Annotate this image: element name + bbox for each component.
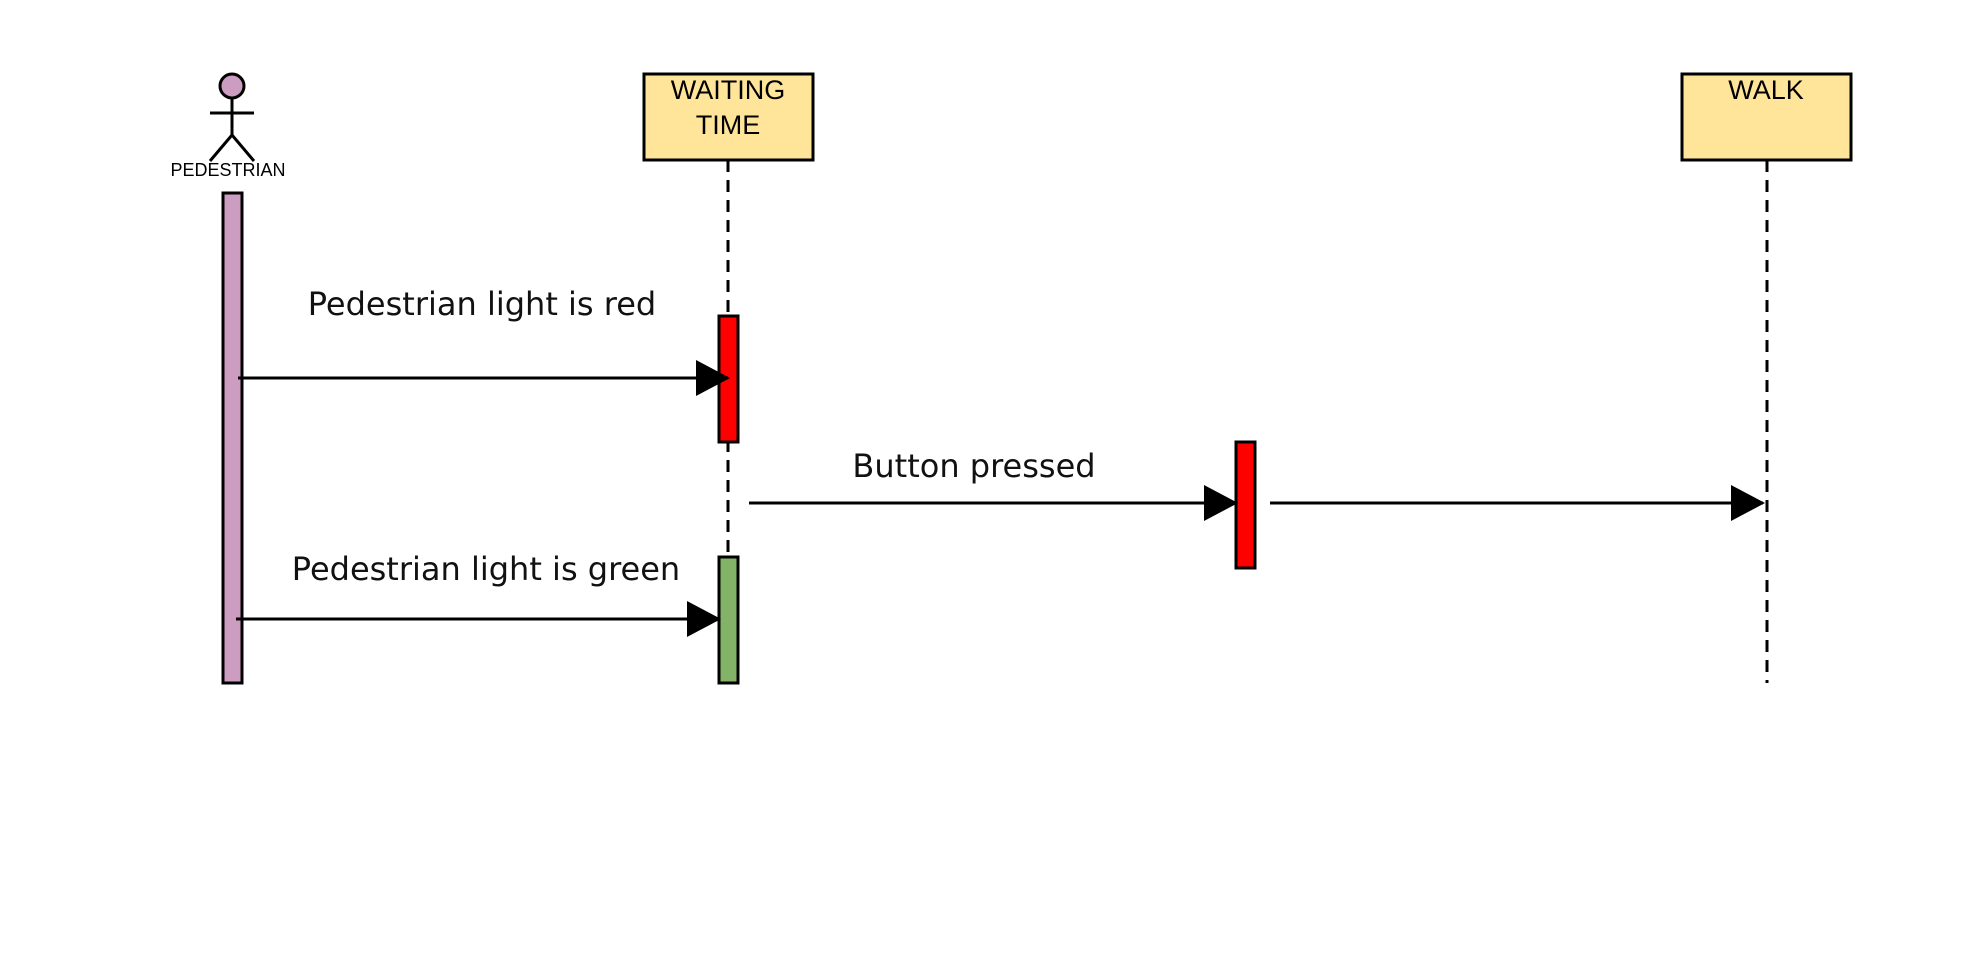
participant-walk: WALK	[1680, 72, 1853, 683]
participant-label-line2: TIME	[696, 110, 761, 140]
message-label: Pedestrian light is green	[292, 550, 680, 588]
message-green-light: Pedestrian light is green	[236, 550, 721, 637]
participant-label: WALK	[1728, 75, 1804, 105]
activation-button-pressed	[1234, 440, 1257, 570]
actor-activation-bar	[221, 191, 244, 685]
activation-green	[717, 555, 740, 685]
participant-box	[1680, 72, 1853, 162]
actor-pedestrian: PEDESTRIAN	[170, 72, 286, 685]
message-red-light: Pedestrian light is red	[238, 285, 730, 396]
message-button-pressed: Button pressed	[749, 447, 1765, 521]
participant-box	[642, 72, 815, 162]
actor-label: PEDESTRIAN	[170, 160, 285, 180]
stick-figure-icon	[208, 72, 256, 162]
message-label: Button pressed	[852, 447, 1095, 485]
participant-label-line1: WAITING	[671, 75, 786, 105]
actor-head	[218, 72, 246, 100]
message-label: Pedestrian light is red	[308, 285, 656, 323]
